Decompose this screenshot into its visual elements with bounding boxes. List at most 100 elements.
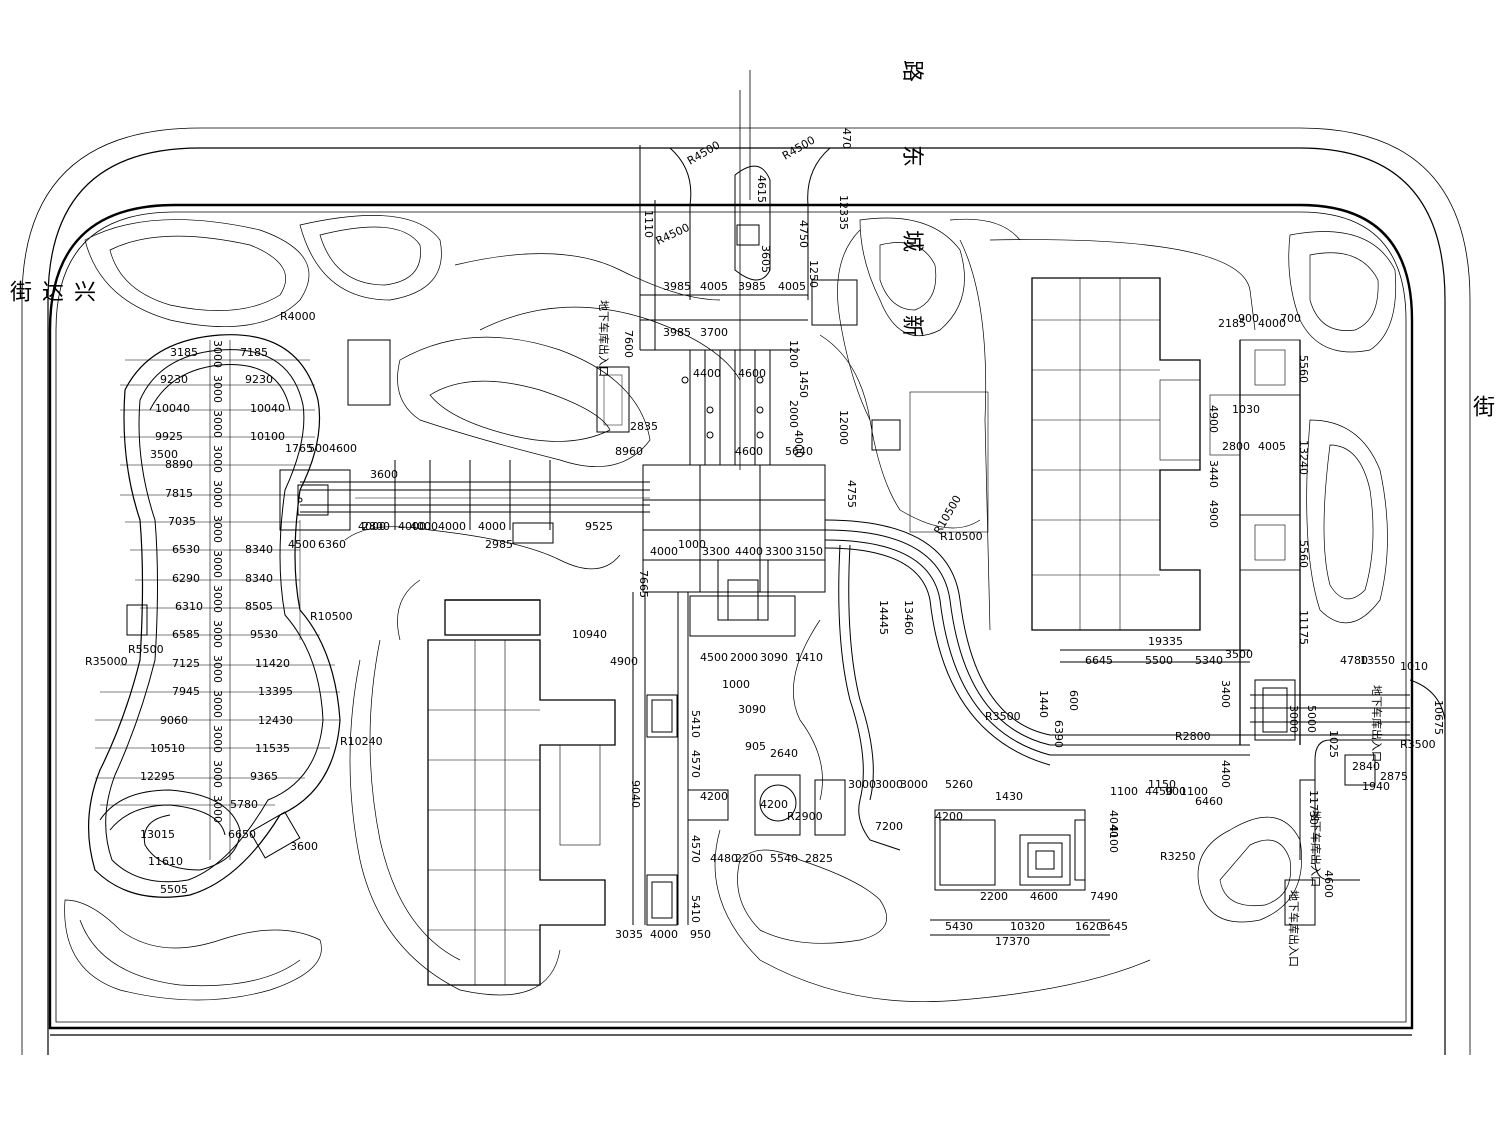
- left-garden-dimension: 7125: [172, 657, 200, 670]
- right-block-dimension: 5560: [1297, 540, 1310, 568]
- left-garden-dimension: 10040: [250, 402, 285, 415]
- left-garden-dimension: 10100: [250, 430, 285, 443]
- right-block-dimension: 6390: [1052, 720, 1065, 748]
- right-block-dimension: 4450: [1145, 785, 1173, 798]
- left-garden-dimension: 11420: [255, 657, 290, 670]
- grid-dimension: 3000: [211, 480, 224, 508]
- entrance-dimension: 1110: [642, 210, 655, 238]
- left-garden-dimension: 7815: [165, 487, 193, 500]
- street-char-left-1: 兴: [70, 280, 95, 302]
- axis-dimension: 5640: [785, 445, 813, 458]
- bench-south: [249, 811, 301, 859]
- right-block-dimension: 10675: [1432, 700, 1445, 735]
- central-dimension: 3150: [795, 545, 823, 558]
- right-block-dimension: 5560: [1297, 355, 1310, 383]
- lower-block-dimension: 4000: [650, 928, 678, 941]
- garage-entry-east: [1284, 879, 1316, 926]
- south-dimension: 7200: [875, 820, 903, 833]
- left-garden-dimension: 7945: [172, 685, 200, 698]
- garage-entrance-label: 地下车库出入口: [1309, 810, 1323, 887]
- garage-entrance-label: 地下车库出入口: [1287, 890, 1301, 967]
- entrance-road-right: [807, 147, 831, 300]
- right-block-dimension: 1440: [1037, 690, 1050, 718]
- stair-entry: [596, 366, 630, 433]
- right-block-dimension: 11175: [1297, 610, 1310, 645]
- right-block-dimension: 600: [1067, 690, 1080, 711]
- lower-block-dimension: 3035: [615, 928, 643, 941]
- south-dimension: 5430: [945, 920, 973, 933]
- central-dimension: 4005: [700, 280, 728, 293]
- south-dimension: R3250: [1160, 850, 1196, 863]
- right-block-dimension: 700: [1280, 312, 1301, 325]
- grid-dimension: 3000: [211, 760, 224, 788]
- right-block-dimension: 4780: [1340, 654, 1368, 667]
- left-garden-dimension: 3600: [290, 840, 318, 853]
- axis-dimension: 9525: [585, 520, 613, 533]
- central-dimension: 3300: [765, 545, 793, 558]
- grid-dimension: 3000: [211, 585, 224, 613]
- lower-block-dimension: 1000: [722, 678, 750, 691]
- gazebo-center: [871, 419, 901, 451]
- south-dimension: 3000: [875, 778, 903, 791]
- radius-label: R4500: [654, 221, 692, 248]
- central-dimension: 3985: [663, 326, 691, 339]
- entrance-road-left: [669, 147, 692, 300]
- bench-walkway: [512, 522, 554, 544]
- grid-dimension: 3000: [211, 515, 224, 543]
- central-dimension: 2000: [787, 400, 800, 428]
- south-dimension: 4600: [1030, 890, 1058, 903]
- south-dimension: 17370: [995, 935, 1030, 948]
- right-block-dimension: 1100: [1110, 785, 1138, 798]
- left-garden-dimension: 6650: [228, 828, 256, 841]
- right-block-dimension: 4005: [1258, 440, 1286, 453]
- lower-block-dimension: 4570: [689, 835, 702, 863]
- left-garden-dimension: 6290: [172, 572, 200, 585]
- left-garden-dimension: 5780: [230, 798, 258, 811]
- building-east: [909, 277, 1301, 745]
- central-dimension: 13460: [902, 600, 915, 635]
- south-dimension: 1430: [995, 790, 1023, 803]
- contours-center: [397, 217, 1396, 1002]
- radius-label: R4500: [685, 139, 722, 168]
- entrance-dimension: 470: [840, 128, 853, 149]
- lower-block-dimension: 5410: [689, 895, 702, 923]
- right-block-dimension: R10500: [940, 530, 983, 543]
- left-garden-dimension: R4000: [280, 310, 316, 323]
- left-garden-dimension: 8890: [165, 458, 193, 471]
- south-dimension: 7490: [1090, 890, 1118, 903]
- grid-dimension: 3000: [211, 795, 224, 823]
- axis-dimension: 2800: [362, 520, 390, 533]
- axis-dimension: 5004600: [308, 442, 357, 455]
- left-garden-dimension: 11535: [255, 742, 290, 755]
- left-garden-dimension: R10240: [340, 735, 383, 748]
- left-garden-dimension: 12430: [258, 714, 293, 727]
- left-garden-dimension: R5500: [128, 643, 164, 656]
- right-block-dimension: 3500: [1225, 648, 1253, 661]
- left-garden-dimension: 12295: [140, 770, 175, 783]
- grid-dimension: 3000: [211, 550, 224, 578]
- right-block-dimension: 2185: [1218, 317, 1246, 330]
- right-block-dimension: 6645: [1085, 654, 1113, 667]
- right-block-dimension: 900: [1238, 312, 1259, 325]
- central-dimension: 1450: [797, 370, 810, 398]
- south-dimension: 3645: [1100, 920, 1128, 933]
- site-boundary: [48, 203, 1414, 1030]
- lower-block-dimension: 3090: [738, 703, 766, 716]
- lower-block-dimension: 4570: [689, 750, 702, 778]
- lower-block-dimension: 10940: [572, 628, 607, 641]
- left-garden-dimension: 3185: [170, 346, 198, 359]
- garage-entrance-label: 地下车库出入口: [597, 300, 611, 377]
- lower-block-dimension: 1410: [795, 651, 823, 664]
- right-block-dimension: 3000: [1287, 705, 1300, 733]
- right-block-dimension: 4400: [1219, 760, 1232, 788]
- central-dimension: 3985: [663, 280, 691, 293]
- south-dimension: 1620: [1075, 920, 1103, 933]
- spiral-bench: [99, 789, 241, 871]
- curving-walkway: [824, 519, 1446, 851]
- entrance-dimension: 3605: [759, 245, 772, 273]
- right-block-dimension: 4900: [1207, 405, 1220, 433]
- central-plaza: [596, 145, 901, 637]
- south-dimension: 4200: [700, 790, 728, 803]
